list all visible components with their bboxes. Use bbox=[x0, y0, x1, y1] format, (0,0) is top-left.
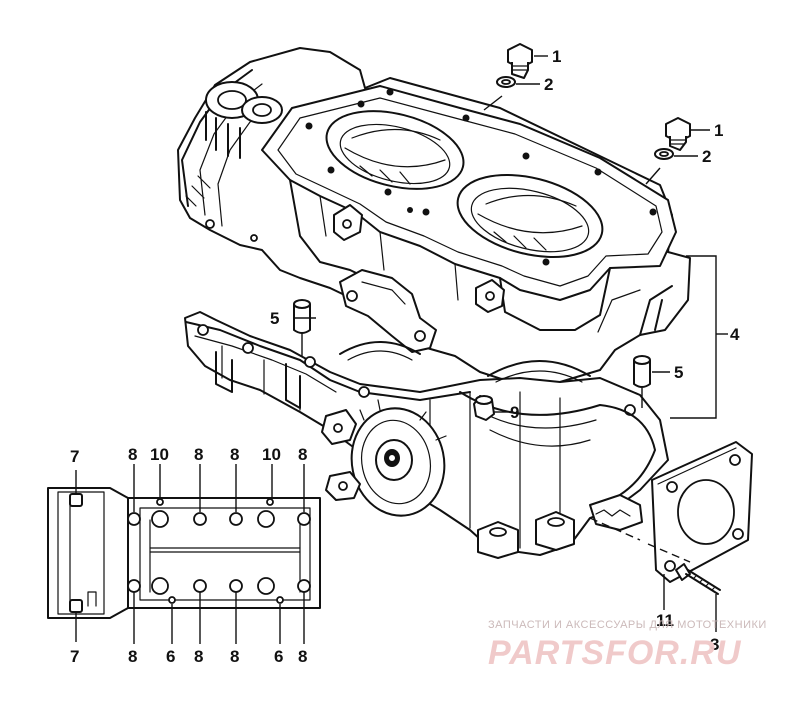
drain-plug-1a bbox=[507, 43, 533, 79]
assembly-axis bbox=[589, 517, 691, 563]
callout-1-top: 1 bbox=[552, 47, 561, 66]
inset-callout-top-2: 8 bbox=[128, 445, 137, 464]
callout-9: 9 bbox=[510, 403, 519, 422]
inset-callout-bottom-7: 8 bbox=[298, 647, 307, 666]
dowel-pin-5b bbox=[633, 355, 651, 408]
callout-2-right: 2 bbox=[702, 147, 711, 166]
callout-4: 4 bbox=[730, 325, 740, 344]
inset-callout-top-3: 10 bbox=[150, 445, 169, 464]
inset-callouts-bottom: 7 8 6 8 8 6 8 bbox=[70, 647, 307, 666]
callout-2-top: 2 bbox=[544, 75, 553, 94]
upper-crankcase bbox=[177, 47, 691, 386]
watermark-tagline: ЗАПЧАСТИ И АКСЕССУАРЫ ДЛЯ МОТОТЕХНИКИ bbox=[488, 619, 767, 631]
watermark-brand: PARTSFOR.RU bbox=[488, 634, 742, 672]
inset-callout-top-1: 7 bbox=[70, 447, 79, 466]
inset-callout-bottom-6: 6 bbox=[274, 647, 283, 666]
inset-callout-bottom-4: 8 bbox=[194, 647, 203, 666]
inset-callout-top-7: 8 bbox=[298, 445, 307, 464]
callout-11: 11 bbox=[656, 611, 674, 630]
dowel-pin-9 bbox=[473, 395, 495, 421]
inset-callout-top-4: 8 bbox=[194, 445, 203, 464]
callout-3: 3 bbox=[710, 635, 719, 654]
inset-callout-top-6: 10 bbox=[262, 445, 281, 464]
callout-leaders bbox=[75, 55, 728, 644]
screw-3 bbox=[675, 563, 721, 595]
callout-1-right: 1 bbox=[714, 121, 723, 140]
inset-callouts-top: 7 8 10 8 8 10 8 bbox=[70, 445, 307, 466]
inset-callout-bottom-2: 8 bbox=[128, 647, 137, 666]
dowel-pin-5a bbox=[293, 299, 311, 356]
callout-5-left: 5 bbox=[270, 309, 279, 328]
inset-callout-top-5: 8 bbox=[230, 445, 239, 464]
inset-callout-bottom-1: 7 bbox=[70, 647, 79, 666]
watermark: ЗАПЧАСТИ И АКСЕССУАРЫ ДЛЯ МОТОТЕХНИКИ PA… bbox=[488, 619, 767, 672]
inset-callout-bottom-3: 6 bbox=[166, 647, 175, 666]
washer-2a bbox=[496, 76, 516, 88]
inset-callout-bottom-5: 8 bbox=[230, 647, 239, 666]
flange-gasket-11 bbox=[651, 441, 753, 583]
bottom-view-inset bbox=[47, 487, 321, 619]
drain-plug-1b bbox=[665, 117, 691, 151]
washer-2b bbox=[654, 148, 674, 160]
callout-5-right: 5 bbox=[674, 363, 683, 382]
lower-crankcase bbox=[184, 311, 669, 559]
